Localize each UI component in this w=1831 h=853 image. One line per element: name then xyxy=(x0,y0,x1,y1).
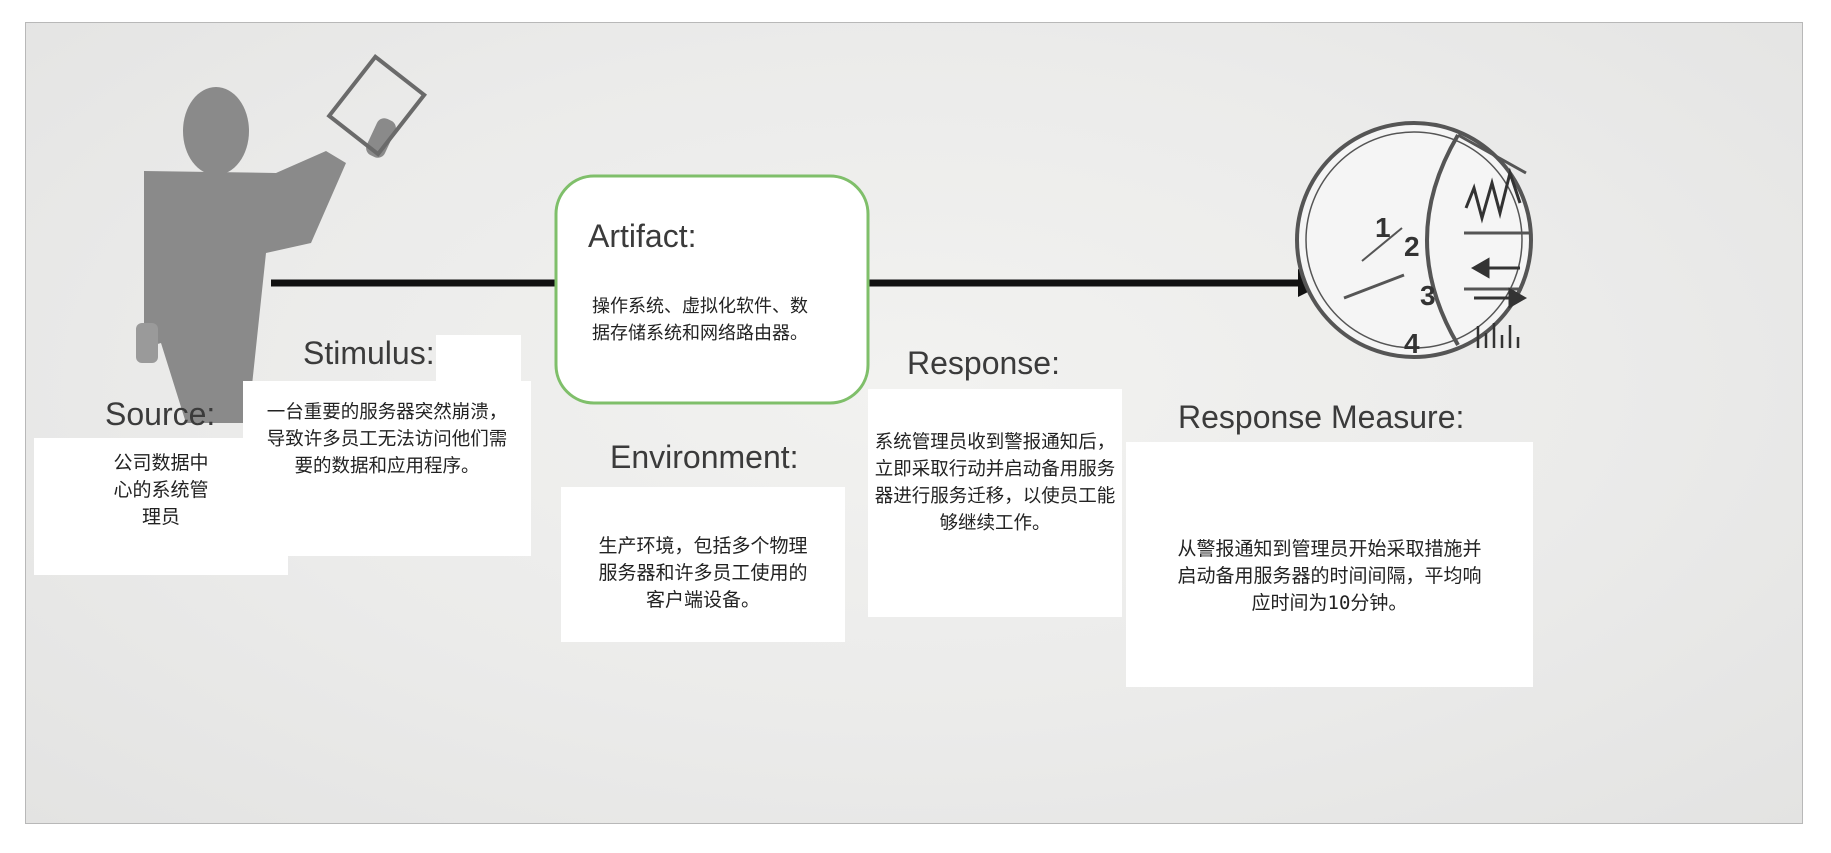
arrow-artifact-to-response xyxy=(868,269,1326,297)
response-measure-text-box: 从警报通知到管理员开始采取措施并 启动备用服务器的时间间隔，平均响 应时间为10… xyxy=(1126,442,1533,687)
gauge-number-4: 4 xyxy=(1404,328,1420,359)
artifact-title: Artifact: xyxy=(588,218,697,254)
measure-gauge-icon xyxy=(1295,121,1533,359)
environment-text-box: 生产环境，包括多个物理 服务器和许多员工使用的 客户端设备。 xyxy=(561,487,845,642)
response-title: Response: xyxy=(907,345,1060,381)
stimulus-title-backdrop xyxy=(436,335,521,383)
gauge-number-2: 2 xyxy=(1404,231,1420,262)
tablet-icon xyxy=(326,53,428,157)
response-text-box: 系统管理员收到警报通知后， 立即采取行动并启动备用服务 器进行服务迁移，以使员工… xyxy=(868,389,1122,617)
person-icon xyxy=(136,87,396,423)
diagram-frame: 1 2 3 4 Source: 公司数据中 心的系统管 理员 Stimulus:… xyxy=(25,22,1803,824)
stimulus-text-box: 一台重要的服务器突然崩溃， 导致许多员工无法访问他们需 要的数据和应用程序。 xyxy=(243,381,531,556)
environment-title: Environment: xyxy=(610,439,799,475)
stimulus-title: Stimulus: xyxy=(303,335,435,371)
gauge-number-3: 3 xyxy=(1420,280,1436,311)
artifact-text-box: 操作系统、虚拟化软件、数 据存储系统和网络路由器。 xyxy=(569,263,831,388)
response-measure-title: Response Measure: xyxy=(1178,399,1465,435)
gauge-number-1: 1 xyxy=(1375,212,1391,243)
source-title: Source: xyxy=(105,396,216,432)
